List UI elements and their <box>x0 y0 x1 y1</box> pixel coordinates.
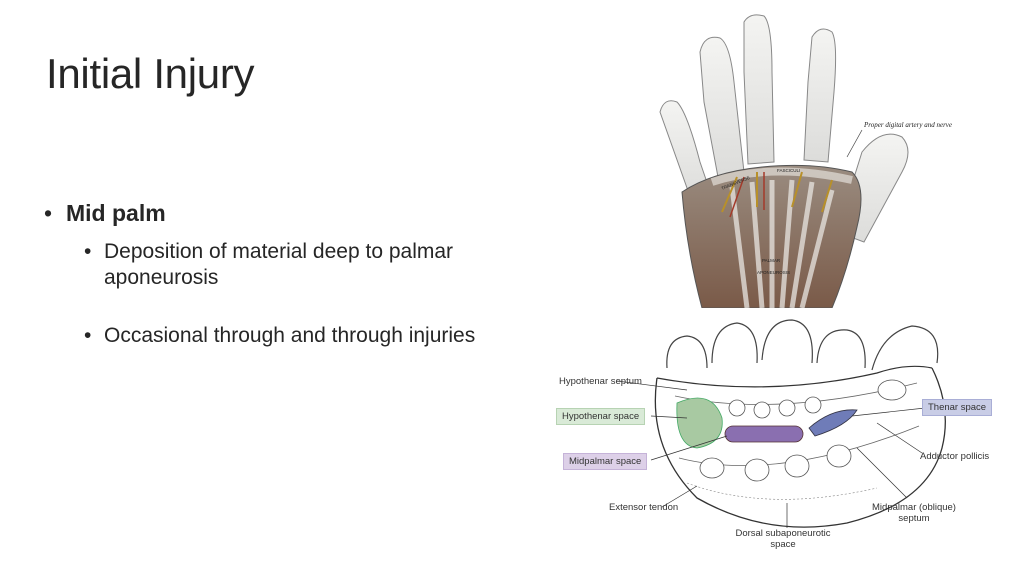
slide-title: Initial Injury <box>46 50 255 97</box>
bullet-dot-icon: • <box>84 240 92 263</box>
label-thenar-space: Thenar space <box>922 399 993 416</box>
label-midpalmar-oblique-septum: Midpalmar (oblique) septum <box>859 502 969 524</box>
label-midpalmar-septum-line1: Midpalmar (oblique) <box>872 502 956 513</box>
label-midpalmar-septum-line2: septum <box>898 513 930 524</box>
sub-bullet-text: Deposition of material deep to palmar ap… <box>104 240 454 289</box>
label-hypothenar-space: Hypothenar space <box>556 408 646 425</box>
label-aponeurosis: APONEUROSIS <box>757 270 790 275</box>
bullet-dot-icon: • <box>44 200 53 226</box>
bullet-mid-palm: • Mid palm <box>44 200 544 227</box>
palm-anatomy-illustration: Proper digital artery and nerve TRANSVER… <box>659 14 952 308</box>
palm-cross-section-diagram: Hypothenar septum Hypothenar space Midpa… <box>547 308 1007 558</box>
label-dorsal-line2: space <box>770 539 796 550</box>
bullet-main-text: Mid palm <box>66 200 166 226</box>
sub-bullet-through-injuries: • Occasional through and through injurie… <box>84 323 544 349</box>
label-adductor-pollicis: Adductor pollicis <box>920 451 990 462</box>
bullet-dot-icon: • <box>84 324 92 347</box>
label-hypothenar-septum: Hypothenar septum <box>559 376 642 387</box>
label-palmar: PALMAR <box>762 258 781 263</box>
label-dorsal-line1: Dorsal subaponeurotic <box>735 528 831 539</box>
label-extensor-tendon: Extensor tendon <box>609 502 679 513</box>
hand-caption: Proper digital artery and nerve <box>863 121 952 129</box>
cross-section-drawing <box>616 319 946 528</box>
sub-bullet-text: Occasional through and through injuries <box>104 324 476 347</box>
bullet-list: • Mid palm • Deposition of material deep… <box>44 200 544 381</box>
label-fasciculi: FASCICULI <box>777 168 800 173</box>
sub-bullet-deposition: • Deposition of material deep to palmar … <box>84 239 544 291</box>
label-dorsal-subaponeurotic-space: Dorsal subaponeurotic space <box>733 528 833 550</box>
label-midpalmar-space: Midpalmar space <box>563 453 648 470</box>
